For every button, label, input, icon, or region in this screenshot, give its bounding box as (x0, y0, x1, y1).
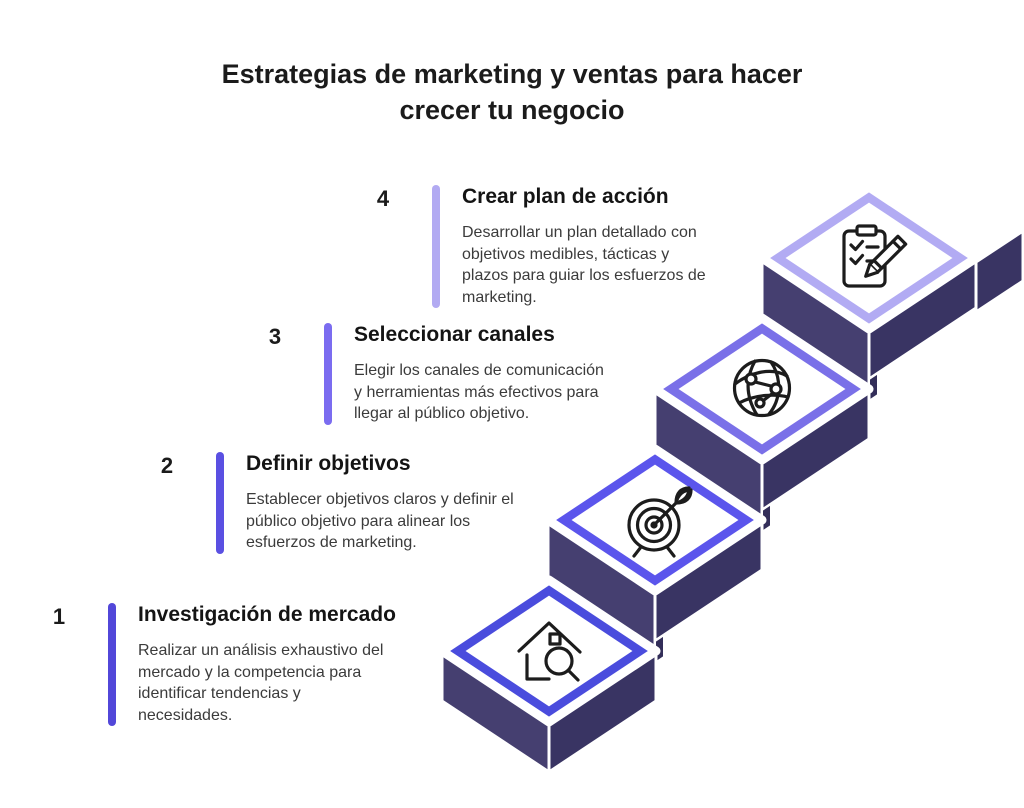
step-number: 2 (160, 453, 174, 478)
step-texts: Seleccionar canales Elegir los canales d… (354, 323, 612, 425)
step-number: 1 (52, 604, 66, 629)
step-description: Realizar un análisis exhaustivo del merc… (138, 642, 384, 724)
step-block-4: 4 Crear plan de acción Desarrollar un pl… (372, 185, 714, 308)
step-texts: Definir objetivos Establecer objetivos c… (246, 452, 534, 554)
step-block-3: 3 Seleccionar canales Elegir los canales… (264, 323, 612, 425)
target-arrow-icon (627, 486, 693, 558)
step-description: Elegir los canales de comunicación y her… (354, 362, 604, 422)
step-texts: Crear plan de acción Desarrollar un plan… (462, 185, 714, 308)
accent-bar (108, 603, 116, 726)
stair-step-1 (437, 575, 661, 774)
page-title-line2: crecer tu negocio (399, 95, 625, 125)
stair-step-4 (757, 182, 1024, 403)
globe-network-icon (732, 358, 792, 418)
step-number: 3 (268, 324, 282, 349)
step-texts: Investigación de mercado Realizar un aná… (138, 603, 398, 726)
step-description: Establecer objetivos claros y definir el… (246, 491, 514, 551)
step-number: 4 (376, 186, 390, 211)
house-search-icon (517, 621, 582, 682)
step-title: Seleccionar canales (354, 323, 555, 346)
clipboard-pencil-icon (842, 224, 908, 288)
step-description: Desarrollar un plan detallado con objeti… (462, 224, 706, 306)
step-block-2: 2 Definir objetivos Establecer objetivos… (156, 452, 534, 554)
page-title: Estrategias de marketing y ventas para h… (0, 56, 1024, 128)
accent-bar (432, 185, 440, 308)
accent-bar (216, 452, 224, 554)
step-title: Definir objetivos (246, 452, 411, 475)
stair-step-2 (543, 444, 767, 665)
page-title-line1: Estrategias de marketing y ventas para h… (221, 59, 803, 89)
step-title: Crear plan de acción (462, 185, 669, 208)
stair-step-3 (650, 313, 874, 534)
accent-bar (324, 323, 332, 425)
step-block-1: 1 Investigación de mercado Realizar un a… (48, 603, 398, 726)
step-title: Investigación de mercado (138, 603, 396, 626)
